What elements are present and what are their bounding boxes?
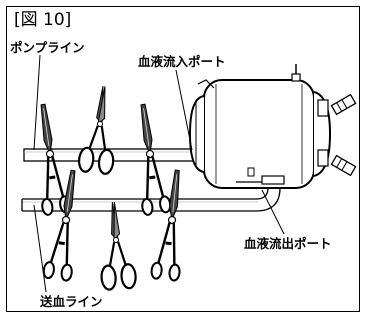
blood-outlet-port-label: 血液流出ポート [244, 236, 332, 251]
blood-supply-line-label: 送血ライン [40, 294, 103, 309]
figure-title: [図 10] [14, 10, 72, 30]
scissors-lower [95, 199, 138, 292]
forceps-clamp-3 [41, 167, 88, 283]
pump-line-label: ポンプライン [10, 40, 85, 55]
blood-inlet-port-label: 血液流入ポート [138, 54, 226, 69]
leader-lines [33, 54, 285, 293]
oxygenator-body [188, 64, 357, 189]
forceps-clamp-4 [149, 167, 192, 283]
